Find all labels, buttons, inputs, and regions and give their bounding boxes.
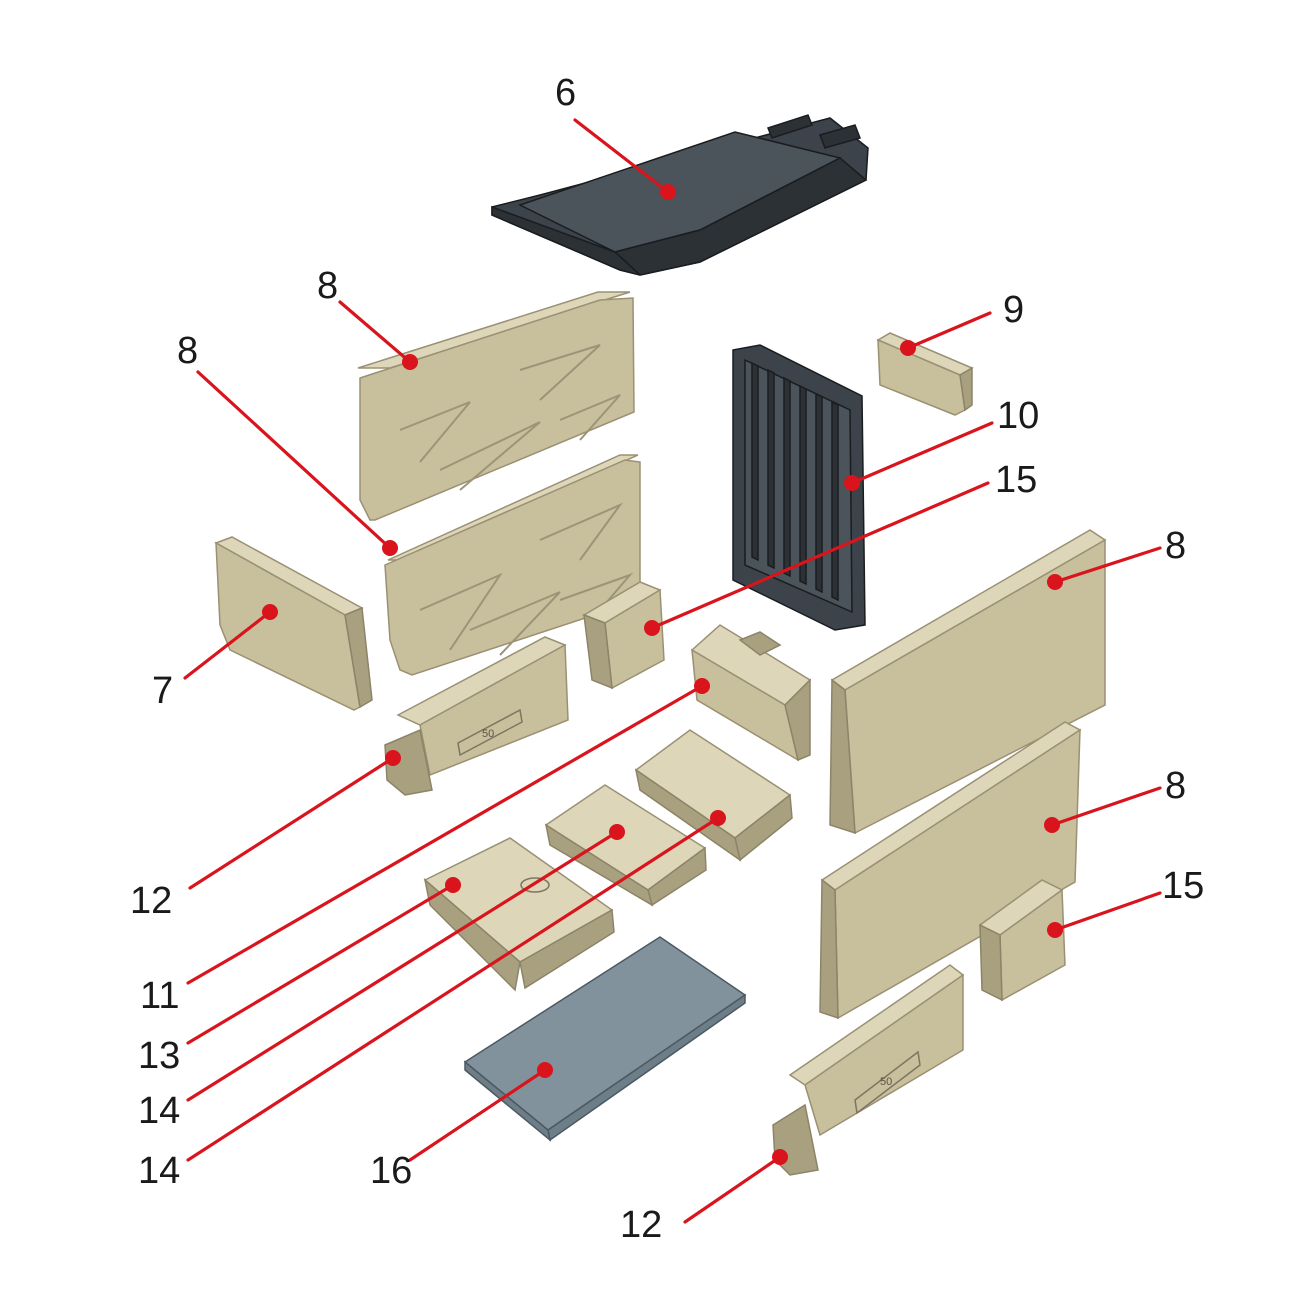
callout-15-lower: 15 xyxy=(1162,865,1204,907)
callout-13: 13 xyxy=(138,1035,180,1077)
callout-11: 11 xyxy=(140,975,179,1017)
part-9-small-brick xyxy=(876,332,974,416)
part-6-top-tray xyxy=(491,114,869,276)
callout-16: 16 xyxy=(370,1150,412,1192)
callout-12-upper: 12 xyxy=(130,880,172,922)
callout-6: 6 xyxy=(555,72,576,114)
part-10-back-plate xyxy=(732,344,866,631)
callout-12-lower: 12 xyxy=(620,1204,662,1246)
part-8-right-lower-brick xyxy=(819,721,1082,1020)
callout-8-right-lower: 8 xyxy=(1165,765,1186,807)
callout-7: 7 xyxy=(152,670,173,712)
part-12-upper-front-brick: 50 xyxy=(384,636,569,796)
callout-10: 10 xyxy=(997,395,1039,437)
callout-labels: 6 8 8 9 10 15 8 7 8 15 12 11 13 14 14 16… xyxy=(130,72,1204,1246)
part-8-upper-brick xyxy=(357,291,635,521)
part-12-upper-stamp: 50 xyxy=(482,728,494,740)
part-15-upper-block xyxy=(582,581,665,690)
callout-14-middle: 14 xyxy=(138,1090,180,1132)
callout-8-lower-brick: 8 xyxy=(177,330,198,372)
part-8-right-upper-brick xyxy=(829,529,1107,835)
part-16-floor-plate xyxy=(463,936,747,1142)
part-7-side-brick xyxy=(214,536,373,711)
callout-14-right: 14 xyxy=(138,1150,180,1192)
part-12-lower-stamp: 50 xyxy=(880,1076,892,1088)
part-8-lower-brick xyxy=(384,454,641,676)
part-15-lower-block xyxy=(978,879,1066,1002)
part-14-floor-tile-middle xyxy=(544,784,707,907)
callout-8-upper-brick: 8 xyxy=(317,265,338,307)
part-11-channel-brick xyxy=(690,624,812,762)
callout-15-upper: 15 xyxy=(995,459,1037,501)
part-14-floor-tile-right xyxy=(634,729,793,862)
leader-lines xyxy=(183,118,1162,1224)
callout-8-right-upper: 8 xyxy=(1165,525,1186,567)
callout-9: 9 xyxy=(1003,289,1024,331)
